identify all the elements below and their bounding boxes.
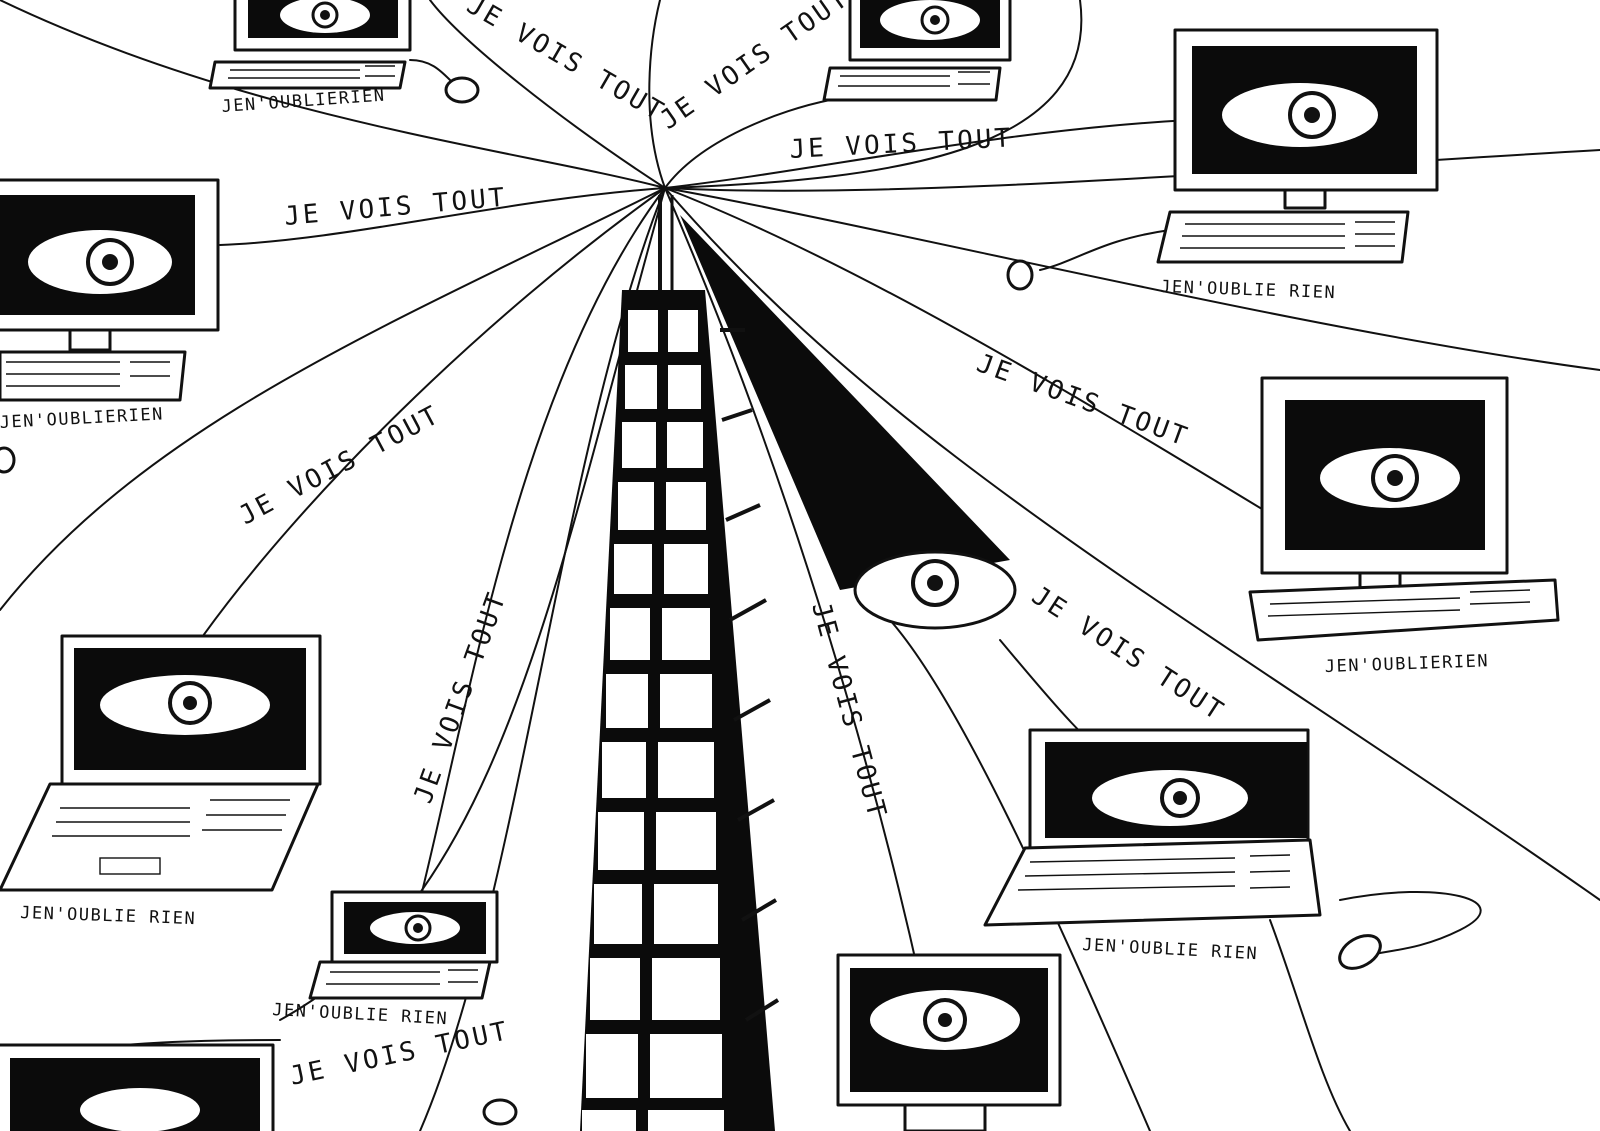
label-vois-1: JE VOIS TOUT <box>462 0 671 128</box>
label-vois-7: JE VOIS TOUT <box>408 587 513 808</box>
label-oubli-1: JEN'OUBLIERIEN <box>221 86 386 117</box>
computer-top-center <box>822 0 1012 102</box>
computer-left <box>0 178 220 402</box>
label-oubli-3: JEN'OUBLIE RIEN <box>1160 277 1337 303</box>
label-vois-3: JE VOIS TOUT <box>789 123 1014 165</box>
tower-icon <box>580 195 1017 1131</box>
computer-top-left <box>208 0 412 90</box>
laptop-icon <box>0 634 322 892</box>
mouse-icon <box>0 76 1382 1126</box>
laptop-right <box>983 728 1322 927</box>
computer-bottom-center <box>836 953 1062 1131</box>
computer-top-right <box>1156 28 1439 264</box>
label-vois-2: JE VOIS TOUT <box>655 0 856 136</box>
computer-right <box>1248 376 1560 642</box>
label-oubli-2: JEN'OUBLIERIEN <box>0 404 164 433</box>
computer-bottom-left <box>0 1043 275 1131</box>
label-oubli-4: JEN'OUBLIERIEN <box>1324 651 1489 677</box>
label-oubli-5: JEN'OUBLIE RIEN <box>20 903 197 929</box>
spotlight-beam <box>680 215 1010 590</box>
computer-bottom-small <box>308 890 499 1000</box>
label-vois-5: JE VOIS TOUT <box>973 348 1194 453</box>
label-vois-8: JE VOIS TOUT <box>805 599 892 823</box>
label-vois-10: JE VOIS TOUT <box>287 1016 512 1092</box>
label-vois-6: JE VOIS TOUT <box>234 400 446 532</box>
label-oubli-7: JEN'OUBLIE RIEN <box>1082 935 1259 964</box>
label-oubli-6: JEN'OUBLIE RIEN <box>272 1000 449 1029</box>
